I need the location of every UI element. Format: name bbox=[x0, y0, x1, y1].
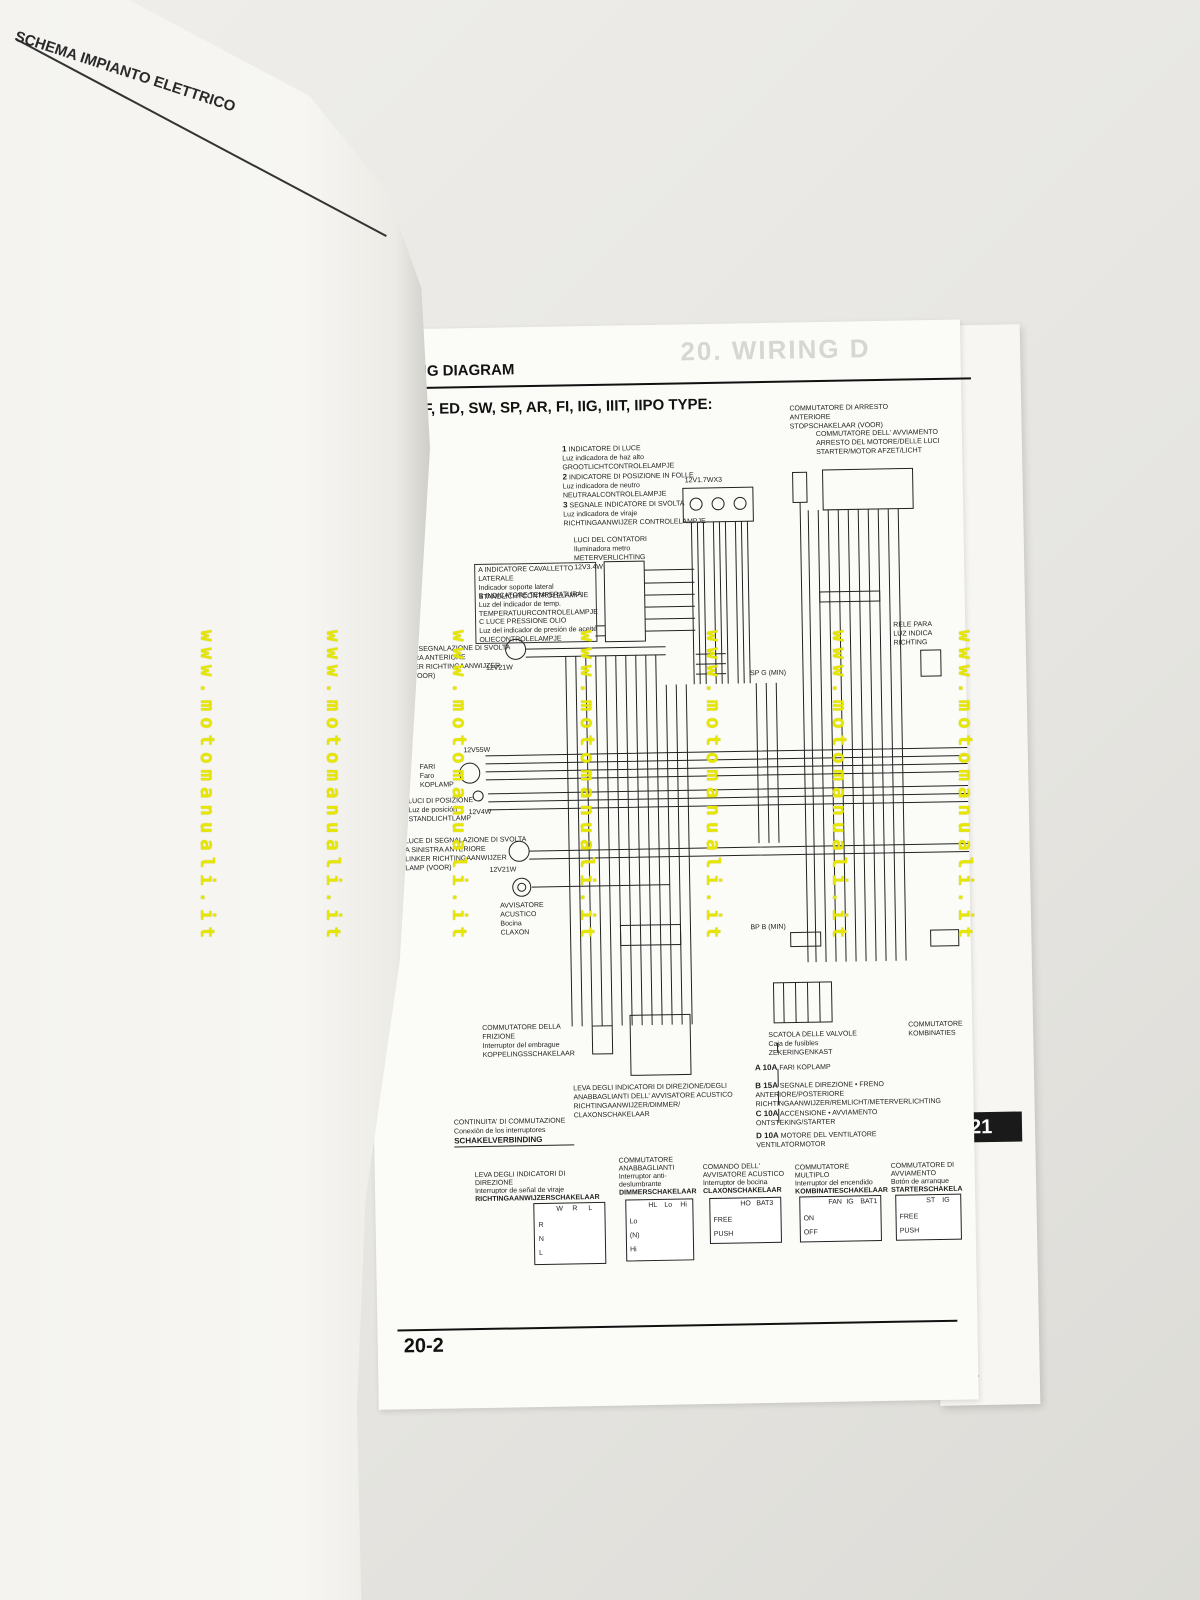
warning-light-b: B INDICATORE TEMPERATURA Luz del indicad… bbox=[478, 591, 598, 618]
start-switch-symbol bbox=[822, 467, 914, 511]
table-row-n2: (N) bbox=[629, 1232, 640, 1240]
start-switch-label: COMMUTATORE DELL' AVVIAMENTO ARRESTO DEL… bbox=[815, 428, 940, 457]
table-col-bat3: BAT3 bbox=[756, 1199, 774, 1208]
handlebar-switch-connector bbox=[619, 923, 682, 947]
fuse-box-symbol bbox=[772, 981, 833, 1024]
handlebar-switch-grid bbox=[629, 1013, 692, 1076]
table-col-w: W bbox=[556, 1205, 564, 1213]
table-col-st: ST bbox=[926, 1197, 936, 1205]
front-left-bulb-rating: 12V21W bbox=[489, 866, 517, 874]
table-col-lo: Lo bbox=[664, 1201, 673, 1209]
table-row-n: N bbox=[538, 1235, 545, 1244]
fuse-connector bbox=[790, 931, 822, 948]
watermark-4: www.motomanuali.it bbox=[576, 630, 598, 944]
table-caption-ignition: COMMUTATORE MULTIPLO Interruptor del enc… bbox=[794, 1163, 888, 1196]
indicator-legend-2: 2 INDICATORE DI POSIZIONE IN FOLLE Luz i… bbox=[562, 472, 694, 500]
watermark-7: www.motomanuali.it bbox=[954, 630, 976, 944]
bulb-rating-top: 12V1.7WX3 bbox=[684, 476, 723, 485]
combination-connector bbox=[930, 929, 960, 947]
table-row-free: FREE bbox=[713, 1216, 733, 1224]
table-dimmer: HL Lo Hi Lo (N) Hi bbox=[625, 1198, 695, 1262]
horn-label: AVVISATORE ACUSTICO Bocina CLAXON bbox=[500, 901, 544, 937]
handlebar-lever-label: LEVA DEGLI INDICATORI DI DIREZIONE/DEGLI… bbox=[573, 1082, 733, 1120]
connector-label-bp: BP B (MIN) bbox=[750, 923, 786, 932]
table-ignition: FAN IG BAT1 ON OFF bbox=[799, 1195, 882, 1243]
table-col-hi: Hi bbox=[680, 1201, 688, 1209]
indicator-bulb-3 bbox=[733, 496, 747, 510]
position-bulb-rating: 12V4W bbox=[468, 808, 492, 817]
clutch-switch-symbol bbox=[591, 1025, 614, 1055]
table-caption-horn: COMANDO DELL' AVVISATORE ACUSTICO Interr… bbox=[702, 1163, 785, 1196]
meter-lights-connector bbox=[603, 560, 646, 643]
watermark-6: www.motomanuali.it bbox=[828, 630, 850, 944]
table-row-l: L bbox=[539, 1249, 544, 1258]
connector-label-sp: SP G (MIN) bbox=[749, 669, 787, 678]
watermark-3: www.motomanuali.it bbox=[448, 630, 470, 944]
table-turn-signal: W R L R N L bbox=[533, 1201, 607, 1266]
indicator-bulb-box bbox=[682, 486, 754, 523]
indicator-bulb-1 bbox=[689, 497, 703, 511]
wiring-diagram bbox=[459, 467, 970, 1123]
left-page-title: SCHEMA IMPIANTO ELETTRICO bbox=[12, 28, 238, 116]
table-starter: ST IG FREE PUSH bbox=[895, 1193, 962, 1241]
relay-symbol bbox=[920, 649, 942, 677]
table-col-ig2: IG bbox=[942, 1196, 950, 1204]
watermark-5: www.motomanuali.it bbox=[702, 630, 724, 944]
table-col-hl: HL bbox=[648, 1201, 658, 1210]
indicator-legend-1: 1 INDICATORE DI LUCE Luz indicadora de h… bbox=[562, 444, 675, 472]
table-col-bat1: BAT1 bbox=[860, 1198, 878, 1206]
clutch-switch-label: COMMUTATORE DELLA FRIZIONE Interruptor d… bbox=[482, 1023, 575, 1059]
continuity-title: CONTINUITA' DI COMMUTAZIONE Conexión de … bbox=[453, 1116, 575, 1148]
table-row-r: R bbox=[538, 1221, 544, 1230]
fuse-b: B 15A SEGNALE DIREZIONE • FRENO ANTERIOR… bbox=[755, 1080, 942, 1109]
table-row-on: ON bbox=[803, 1215, 815, 1223]
table-row-push2: PUSH bbox=[899, 1227, 920, 1235]
table-col-r: R bbox=[572, 1205, 578, 1213]
headlight-bulb bbox=[459, 762, 481, 784]
right-connector bbox=[819, 590, 881, 603]
front-left-signal-bulb bbox=[508, 840, 530, 862]
table-caption-starter: COMMUTATORE DI AVVIAMENTO Botón de arran… bbox=[890, 1161, 963, 1194]
table-row-hi: Hi bbox=[630, 1246, 637, 1254]
table-row-free2: FREE bbox=[899, 1213, 919, 1221]
indicator-legend-3: 3 SEGNALE INDICATORE DI SVOLTA Luz indic… bbox=[563, 500, 706, 528]
stop-switch-symbol bbox=[792, 471, 808, 503]
table-col-fan: FAN bbox=[828, 1198, 842, 1206]
watermark-1: www.motomanuali.it bbox=[196, 630, 218, 944]
horn-symbol bbox=[512, 877, 532, 897]
wiring-diagram-page: 20. WIRING D IG DIAGRAM F, ED, SW, SP, A… bbox=[360, 319, 979, 1410]
front-right-signal-bulb bbox=[505, 638, 527, 660]
table-caption-dimmer: COMMUTATORE ANABBAGLIANTI Interruptor an… bbox=[618, 1156, 697, 1197]
indicator-bulb-2 bbox=[711, 497, 725, 511]
page-number: 20-2 bbox=[403, 1334, 444, 1358]
left-page-curl: SCHEMA IMPIANTO ELETTRICO bbox=[0, 0, 430, 1600]
relay-label: RELE PARA LUZ INDICA RICHTING bbox=[893, 621, 933, 647]
table-col-l: L bbox=[588, 1205, 593, 1213]
table-caption-turn-signal: LEVA DEGLI INDICATORI DI DIREZIONE Inter… bbox=[474, 1170, 600, 1204]
combination-switch-label: COMMUTATORE KOMBINATIES bbox=[908, 1020, 963, 1038]
front-right-bulb-rating: 12V21W bbox=[485, 664, 513, 672]
table-row-lo: Lo bbox=[629, 1218, 638, 1226]
stop-switch-label: COMMUTATORE DI ARRESTO ANTERIORE STOPSCH… bbox=[789, 403, 889, 431]
table-row-push: PUSH bbox=[713, 1230, 734, 1238]
table-row-off: OFF bbox=[803, 1229, 818, 1237]
table-col-ig: IG bbox=[846, 1198, 854, 1206]
watermark-2: www.motomanuali.it bbox=[322, 630, 344, 944]
fuse-box-label: SCATOLA DELLE VALVOLE Caja de fusibles Z… bbox=[768, 1030, 858, 1057]
table-col-ho: HO bbox=[740, 1200, 751, 1208]
table-horn: HO BAT3 FREE PUSH bbox=[709, 1196, 782, 1245]
position-light-bulb bbox=[472, 790, 484, 802]
